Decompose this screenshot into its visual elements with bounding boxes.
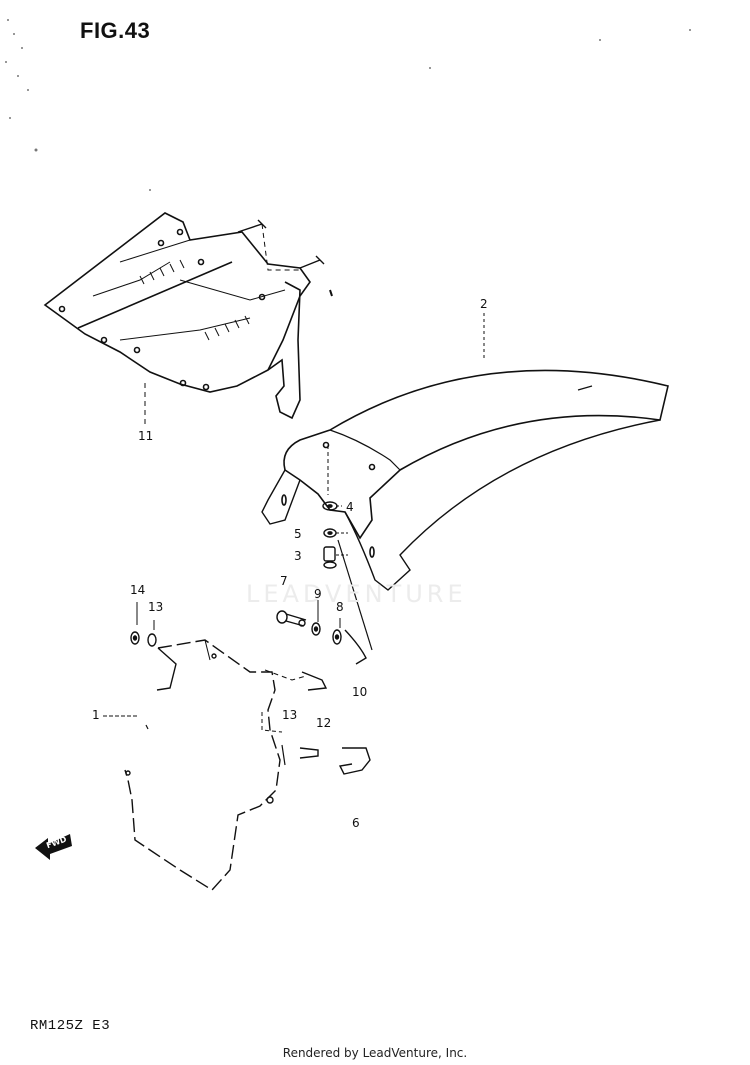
callout-1: 1	[92, 708, 100, 722]
forward-arrow-icon	[35, 834, 72, 860]
skid-plate-11	[43, 212, 325, 420]
callout-12: 12	[316, 716, 332, 730]
callout-10: 10	[352, 685, 368, 699]
callout-2: 2	[480, 297, 488, 311]
callout-13-upper: 13	[148, 600, 164, 614]
fasteners-stack	[322, 445, 348, 569]
callout-9: 9	[314, 587, 322, 601]
callout-13-lower: 13	[282, 708, 298, 722]
callout-14: 14	[130, 583, 146, 597]
watermark: LEADVENTURE	[246, 580, 467, 608]
flap-1	[103, 639, 371, 891]
footer-credit: Rendered by LeadVenture, Inc.	[282, 1046, 468, 1060]
scan-noise	[5, 19, 691, 191]
callout-6: 6	[352, 816, 360, 830]
figure-title: FIG.43	[80, 18, 151, 43]
callout-7: 7	[280, 574, 288, 588]
fasteners-lower	[130, 539, 373, 665]
callout-8: 8	[336, 600, 344, 614]
callout-4: 4	[346, 500, 354, 514]
callout-3: 3	[294, 549, 302, 563]
callout-11: 11	[138, 429, 154, 443]
callout-5: 5	[294, 527, 302, 541]
rear-fender-2	[261, 369, 669, 591]
model-code: RM125Z E3	[30, 1018, 111, 1034]
